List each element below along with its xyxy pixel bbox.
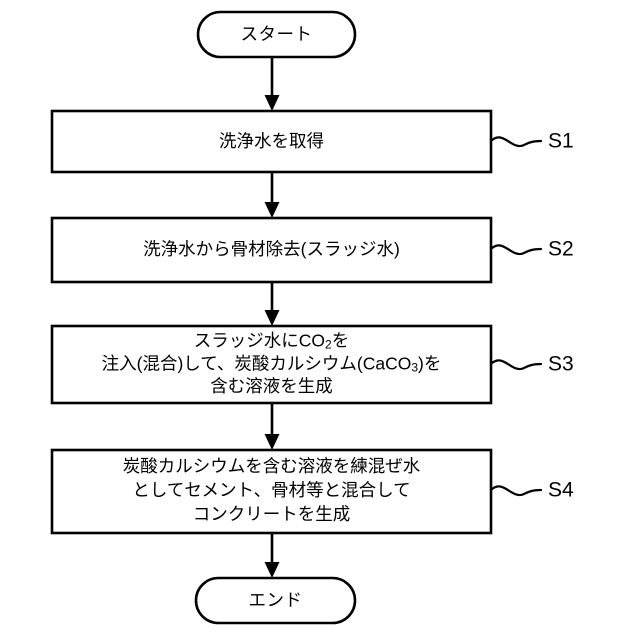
connector-s1-to-s2 — [264, 172, 280, 218]
s1-box-shape — [50, 109, 493, 174]
start-node-label: スタート — [241, 24, 313, 44]
end-node-shape — [194, 576, 357, 625]
connector-s4-to-end — [264, 533, 280, 578]
start-node-shape — [196, 10, 357, 59]
arrow-head-icon — [264, 310, 280, 326]
step-label-s3-group: S3 — [489, 353, 574, 376]
s2-step-label: S2 — [548, 238, 574, 261]
node-start: スタート — [196, 10, 357, 59]
s3-text-line-1: スラッジ水にCO2を — [194, 330, 349, 352]
s3-line1-pre: スラッジ水にCO — [194, 330, 325, 350]
s4-text-line-1: 炭酸カルシウムを含む溶液を練混ぜ水 — [123, 456, 421, 476]
s3-leader-line — [489, 359, 543, 371]
s1-text-line-1: 洗浄水を取得 — [219, 131, 324, 151]
s1-leader-line — [489, 136, 543, 148]
s4-text-line-2: としてセメント、骨材等と混合して — [132, 480, 410, 500]
s3-line1-post: を — [332, 330, 350, 350]
s2-leader-line — [489, 244, 543, 256]
s1-step-label: S1 — [548, 130, 574, 153]
step-label-s2-group: S2 — [489, 238, 574, 261]
s3-step-label: S3 — [548, 353, 574, 376]
node-s3: スラッジ水にCO2を 注入(混合)して、炭酸カルシウム(CaCO3)を 含む溶液… — [50, 324, 493, 405]
connector-s2-to-s3 — [264, 282, 280, 326]
node-s4: 炭酸カルシウムを含む溶液を練混ぜ水 としてセメント、骨材等と混合して コンクリー… — [50, 448, 493, 535]
s4-leader-line — [489, 485, 543, 497]
arrow-head-icon — [264, 95, 280, 111]
connector-s3-to-s4 — [264, 403, 280, 450]
node-end: エンド — [194, 576, 357, 625]
s4-box-shape — [50, 448, 493, 535]
s2-text-line-1: 洗浄水から骨材除去(スラッジ水) — [143, 239, 400, 259]
s3-line2-pre: 注入(混合)して、炭酸カルシウム(CaCO — [102, 353, 412, 373]
node-s2: 洗浄水から骨材除去(スラッジ水) — [50, 216, 493, 284]
s3-line1-sub: 2 — [325, 338, 332, 352]
node-s1: 洗浄水を取得 — [50, 109, 493, 174]
arrow-head-icon — [264, 202, 280, 218]
end-node-label: エンド — [249, 590, 303, 610]
s3-text-line-2: 注入(混合)して、炭酸カルシウム(CaCO3)を — [102, 353, 442, 375]
arrow-head-icon — [264, 434, 280, 450]
step-label-s1-group: S1 — [489, 130, 574, 153]
s3-line2-sub: 3 — [411, 361, 418, 375]
s3-line2-post: )を — [418, 353, 441, 373]
connector-start-to-s1 — [264, 57, 280, 111]
step-label-s4-group: S4 — [489, 479, 574, 502]
arrow-head-icon — [264, 562, 280, 578]
s4-text-line-3: コンクリートを生成 — [193, 504, 351, 524]
s4-step-label: S4 — [548, 479, 574, 502]
s3-text-line-3: 含む溶液を生成 — [210, 376, 333, 396]
